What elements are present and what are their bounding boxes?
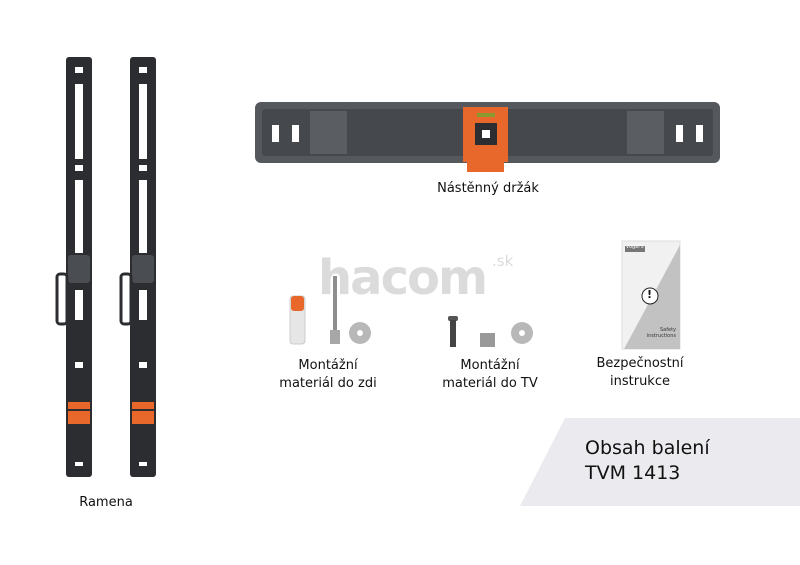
wall-bracket-label: Nástěnný držák — [437, 181, 539, 196]
tv-hardware-label-line2: materiál do TV — [442, 376, 538, 391]
package-model: TVM 1413 — [585, 462, 681, 484]
booklet-caption: Safety instructions — [636, 327, 676, 339]
safety-label-line1: Bezpečnostní — [596, 356, 684, 371]
package-title: Obsah balení TVM 1413 — [585, 436, 710, 486]
wall-hardware-label-line1: Montážní — [298, 358, 358, 373]
booklet-brand: vogel's — [626, 244, 644, 250]
booklet-caption-line1: Safety — [660, 327, 676, 333]
title-panel-background — [520, 418, 800, 506]
watermark-suffix: .sk — [492, 252, 514, 270]
wall-bracket — [255, 102, 720, 172]
safety-booklet — [621, 240, 681, 350]
wall-hardware — [289, 276, 371, 345]
arm-right — [119, 57, 156, 477]
booklet-caption-line2: instructions — [646, 333, 676, 339]
package-title-line1: Obsah balení — [585, 437, 710, 459]
tv-hardware — [448, 316, 533, 347]
watermark-text: hacom — [318, 250, 488, 306]
wall-hardware-label-line2: materiál do zdi — [279, 376, 377, 391]
arms-label: Ramena — [79, 495, 133, 510]
safety-label-line2: instrukce — [610, 374, 670, 389]
tv-hardware-label-line1: Montážní — [460, 358, 520, 373]
wall-hardware-label: Montážní materiál do zdi — [263, 357, 393, 393]
tv-hardware-label: Montážní materiál do TV — [425, 357, 555, 393]
booklet-warning-icon: ! — [647, 288, 653, 301]
safety-label: Bezpečnostní instrukce — [580, 355, 700, 391]
watermark: hacom .sk — [318, 250, 513, 306]
arm-left — [55, 57, 92, 477]
